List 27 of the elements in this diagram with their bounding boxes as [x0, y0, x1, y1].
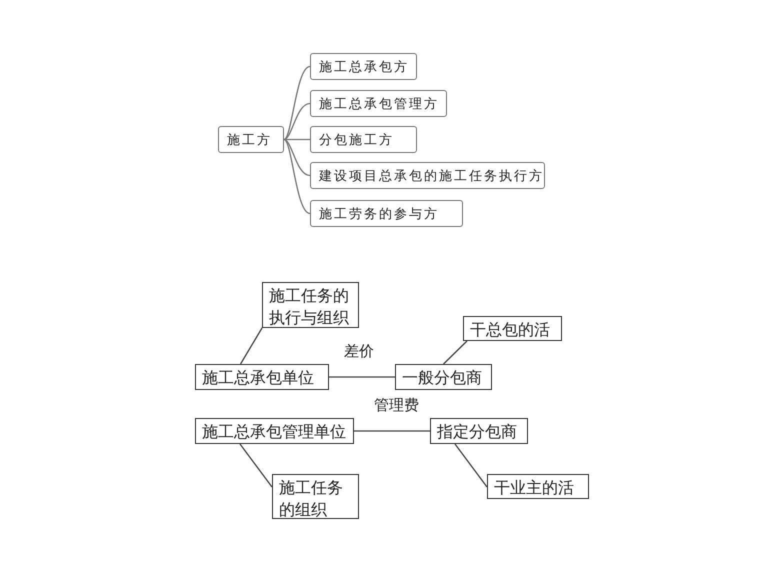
text-box: 施工总承包方	[310, 53, 417, 80]
text-box: 建设项目总承包的施工任务执行方	[310, 162, 545, 189]
text-box: 施工方	[218, 126, 284, 153]
text-box: 干总包的活	[463, 316, 562, 341]
edge-label: 管理费	[372, 396, 421, 415]
connector-line	[284, 138, 310, 140]
text-box: 施工劳务的参与方	[310, 200, 463, 227]
connector-line	[284, 138, 310, 176]
text-box: 施工总承包单位	[195, 364, 329, 390]
text-box: 分包施工方	[310, 126, 417, 153]
text-box: 施工总承包管理方	[310, 90, 447, 117]
edge-label: 差价	[342, 342, 376, 361]
text-box: 施工总承包管理单位	[195, 418, 354, 444]
connector-line	[329, 376, 395, 378]
connector-line	[284, 102, 310, 140]
text-box: 干业主的活	[487, 474, 589, 499]
text-box: 指定分包商	[430, 418, 528, 444]
connector-line	[354, 430, 430, 432]
text-box: 施工任务的组织	[272, 474, 359, 519]
connector-line	[454, 444, 488, 488]
text-box: 一般分包商	[395, 364, 492, 390]
connector-line	[443, 340, 468, 364]
connector-line	[239, 444, 273, 488]
connector-line	[284, 66, 310, 140]
connector-line	[240, 327, 263, 364]
text-box: 施工任务的执行与组织	[262, 282, 359, 328]
connector-line	[284, 138, 310, 214]
